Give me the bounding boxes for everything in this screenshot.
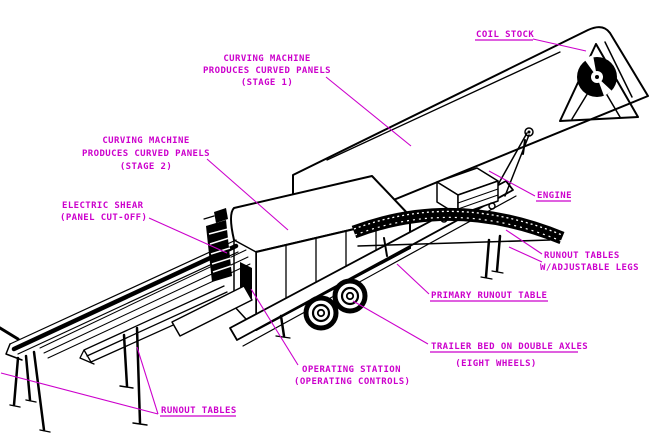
- label-runout-adjustable-line1: RUNOUT TABLES: [544, 251, 620, 261]
- coil-stock-assembly: [559, 41, 639, 122]
- leader-stage2: [206, 158, 289, 231]
- leader-stage1: [325, 76, 412, 147]
- leader-runout-adjustable-2: [508, 246, 543, 263]
- label-operating-line1: OPERATING STATION: [302, 365, 401, 375]
- wheel-rear: [303, 295, 339, 331]
- label-runout-adjustable-line2: W/ADJUSTABLE LEGS: [540, 263, 639, 273]
- leader-coil-stock: [532, 38, 587, 52]
- runout-rails: [0, 239, 251, 433]
- leader-engine: [488, 170, 536, 197]
- electric-shear: [203, 208, 232, 282]
- leader-operating-station: [250, 288, 299, 366]
- label-electric-shear-line1: ELECTRIC SHEAR: [62, 201, 144, 211]
- label-runout-tables: RUNOUT TABLES: [161, 406, 237, 416]
- leader-trailer-bed: [352, 300, 429, 345]
- label-primary-runout-table: PRIMARY RUNOUT TABLE: [431, 291, 547, 301]
- label-stage2-line1: CURVING MACHINE: [102, 136, 189, 146]
- label-stage2-line2: PRODUCES CURVED PANELS: [82, 149, 210, 159]
- curved-panel-arch: [351, 207, 565, 280]
- leader-lines: [0, 38, 587, 415]
- callout-labels: COIL STOCK CURVING MACHINE PRODUCES CURV…: [60, 30, 639, 417]
- leader-electric-shear: [148, 217, 228, 254]
- leader-runout-tables-2: [136, 346, 159, 415]
- leader-runout-tables-1: [0, 372, 159, 415]
- label-trailer-line2: (EIGHT WHEELS): [455, 359, 536, 369]
- label-engine: ENGINE: [537, 191, 572, 201]
- label-coil-stock: COIL STOCK: [476, 30, 534, 40]
- leader-runout-adjustable-1: [505, 229, 543, 255]
- outfeed-plate: [171, 285, 253, 337]
- label-trailer-line1: TRAILER BED ON DOUBLE AXLES: [431, 342, 588, 352]
- label-stage1-line1: CURVING MACHINE: [223, 54, 310, 64]
- label-stage1-line3: (STAGE 1): [241, 78, 293, 88]
- leader-primary-runout: [396, 263, 430, 295]
- label-stage1-line2: PRODUCES CURVED PANELS: [203, 66, 331, 76]
- wheel-front: [332, 278, 368, 314]
- hitch-tongue: [494, 127, 534, 197]
- label-stage2-line3: (STAGE 2): [120, 162, 172, 172]
- label-operating-line2: (OPERATING CONTROLS): [294, 377, 410, 387]
- label-electric-shear-line2: (PANEL CUT-OFF): [60, 213, 147, 223]
